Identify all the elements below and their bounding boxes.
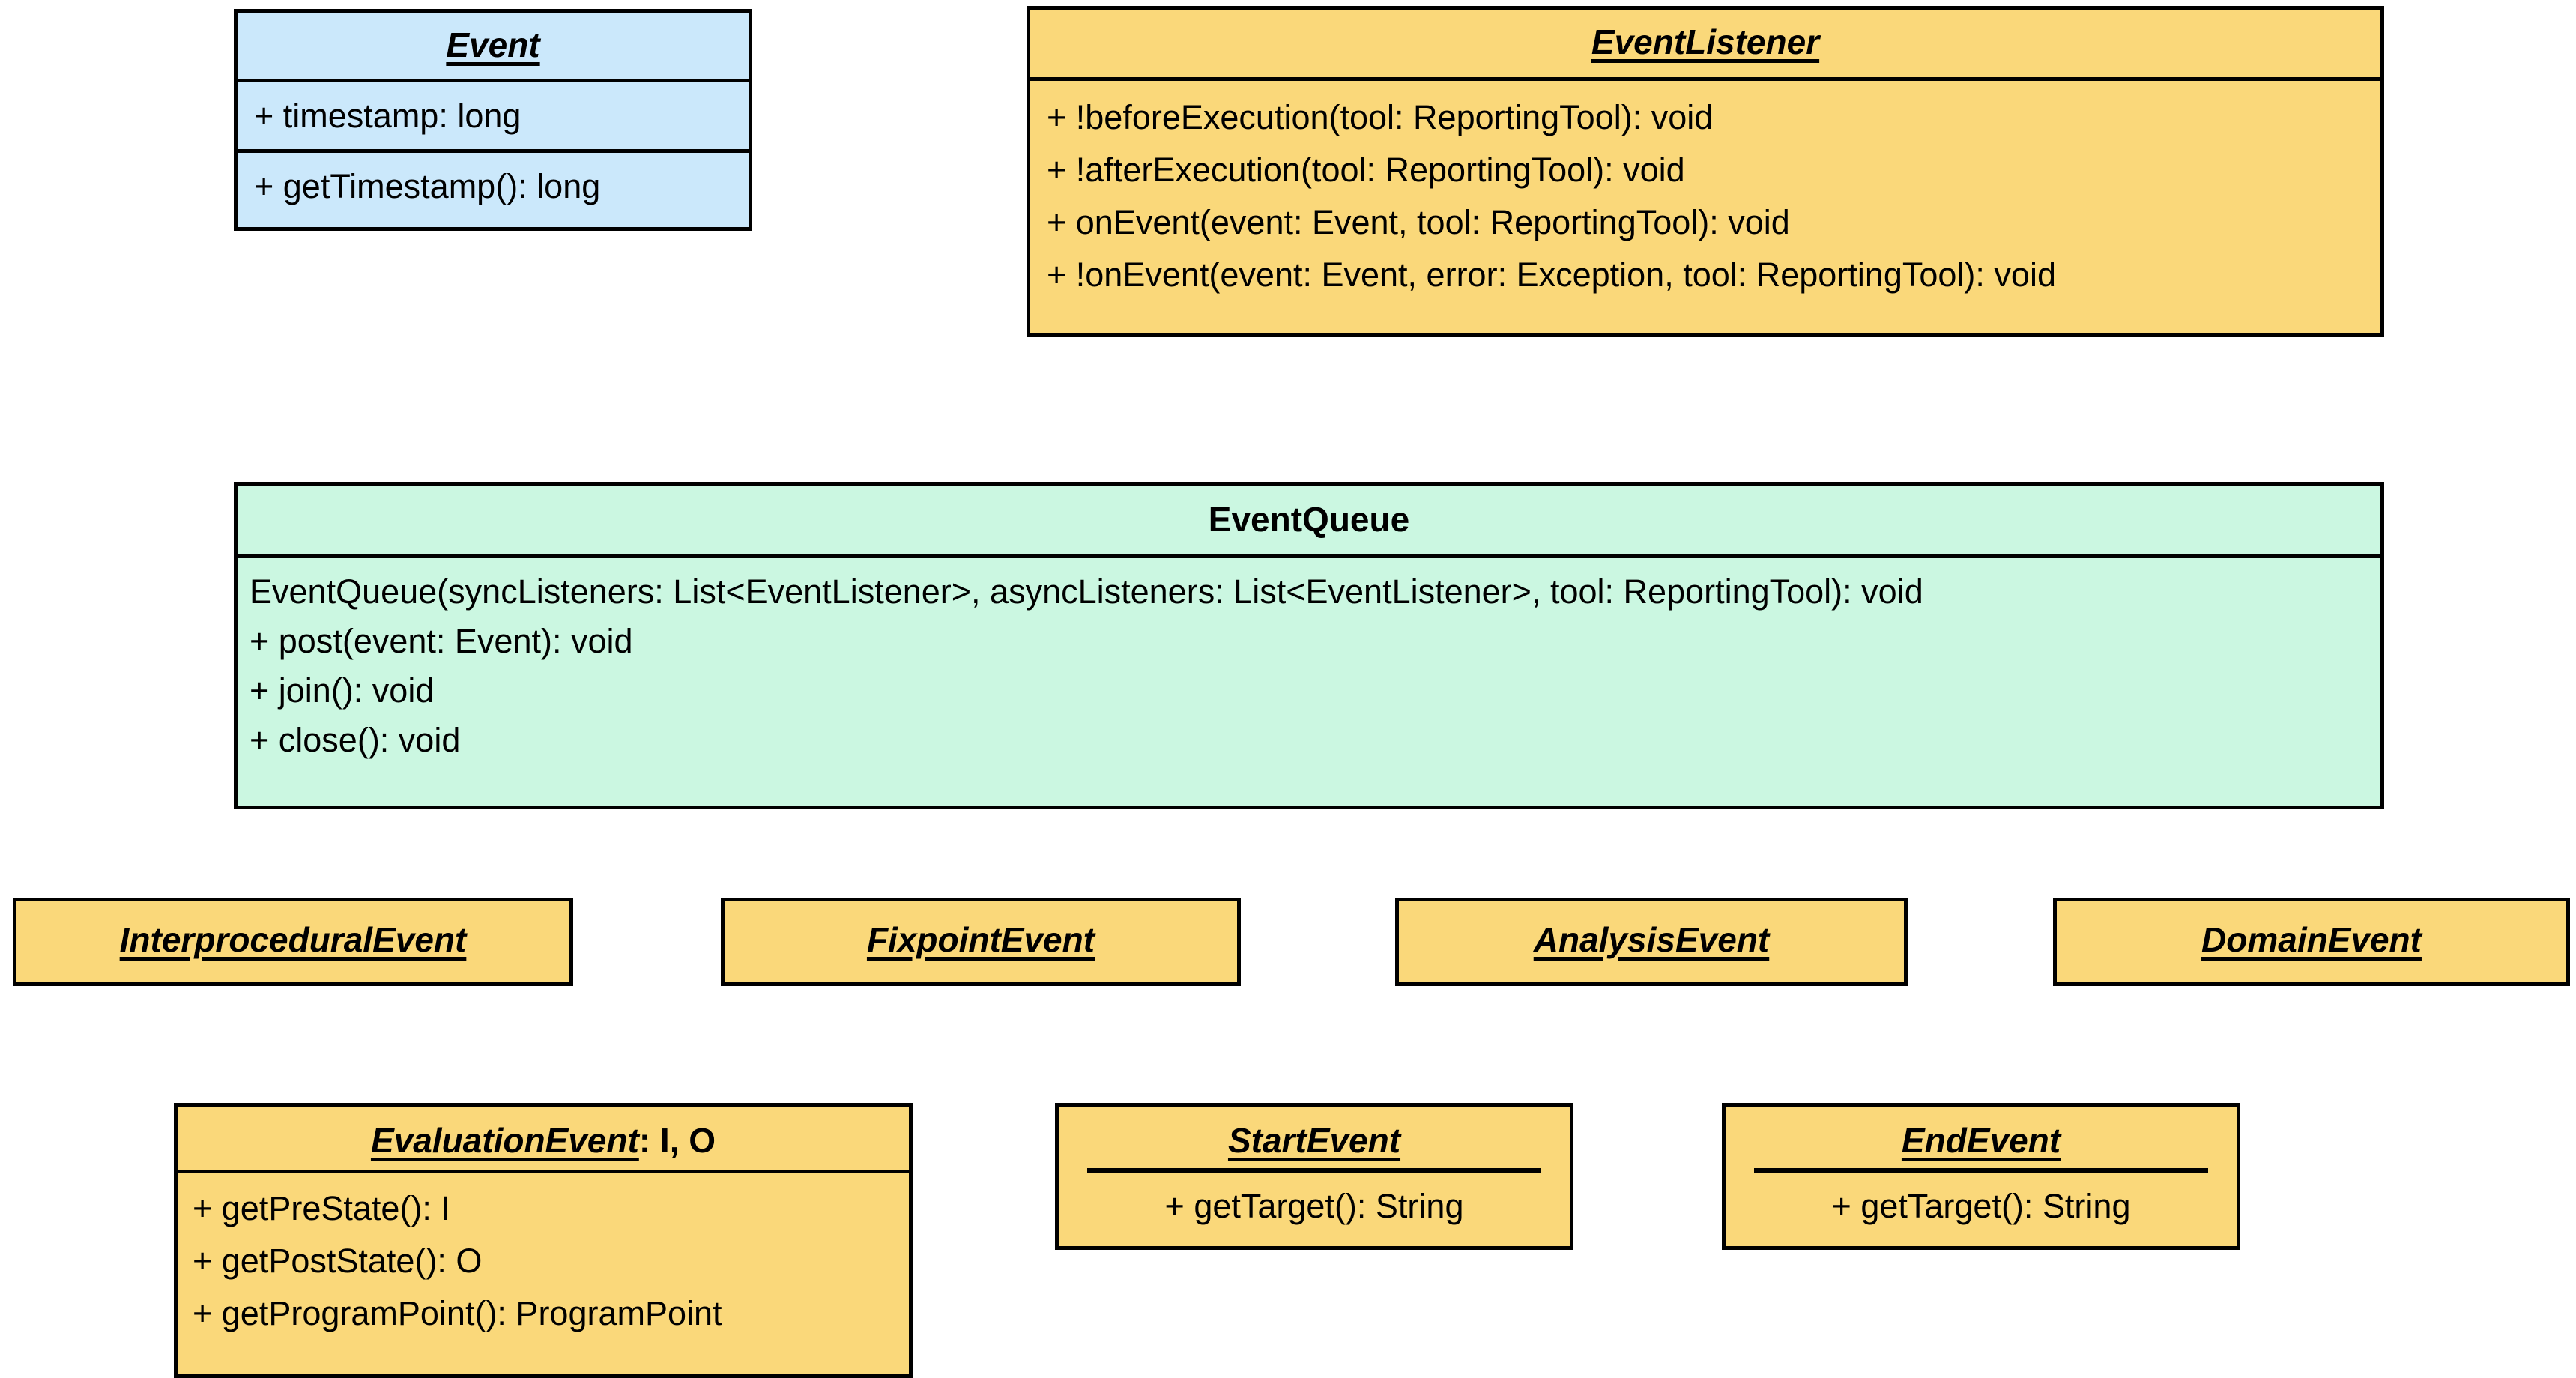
class-divider [238,79,749,82]
class-divider [238,149,749,153]
method-row: + post(event: Event): void [250,622,633,660]
method-row: + getPreState(): I [193,1189,450,1227]
class-divider [1087,1168,1541,1173]
class-divider [238,554,2380,558]
class-box-fixpoint-event[interactable]: FixpointEvent [721,898,1241,986]
method-row: + !beforeExecution(tool: ReportingTool):… [1047,98,1714,136]
method-row: + getProgramPoint(): ProgramPoint [193,1294,722,1332]
class-title-domain-event-text: DomainEvent [2201,920,2422,959]
method-compartment-evaluation-event: + getPreState(): I + getPostState(): O +… [178,1173,909,1349]
method-row: + getTimestamp(): long [254,167,601,205]
class-box-event-listener[interactable]: EventListener + !beforeExecution(tool: R… [1027,6,2384,337]
class-title-event-listener: EventListener [1030,10,2380,77]
class-title-fixpoint-event-text: FixpointEvent [866,920,1095,959]
method-row: + join(): void [250,671,435,710]
class-divider [178,1170,909,1173]
method-compartment-event: + getTimestamp(): long [238,153,749,220]
class-title-event-queue-text: EventQueue [1208,500,1410,539]
method-compartment-event-queue: EventQueue(syncListeners: List<EventList… [238,558,2380,773]
class-title-event-text: Event [446,25,540,64]
method-compartment-start-event: + getTarget(): String [1059,1173,1570,1223]
method-row: + close(): void [250,721,461,759]
method-row: + getPostState(): O [193,1242,483,1280]
class-box-evaluation-event[interactable]: EvaluationEvent: I, O + getPreState(): I… [174,1103,913,1378]
class-title-evaluation-event: EvaluationEvent: I, O [178,1107,909,1170]
attribute-compartment-event: + timestamp: long [238,82,749,149]
class-divider [1030,77,2380,81]
class-box-end-event[interactable]: EndEvent + getTarget(): String [1722,1103,2240,1250]
class-title-interprocedural-event: InterproceduralEvent [16,901,569,957]
class-box-event-queue[interactable]: EventQueue EventQueue(syncListeners: Lis… [234,482,2384,809]
class-title-event: Event [238,13,749,79]
class-title-start-event-text: StartEvent [1227,1121,1401,1160]
method-row: + !afterExecution(tool: ReportingTool): … [1047,151,1685,189]
class-box-event[interactable]: Event + timestamp: long + getTimestamp()… [234,9,752,231]
class-title-end-event-text: EndEvent [1901,1121,2061,1160]
class-title-domain-event: DomainEvent [2057,901,2566,957]
class-title-event-listener-text: EventListener [1591,22,1820,61]
class-box-analysis-event[interactable]: AnalysisEvent [1395,898,1908,986]
class-title-event-queue: EventQueue [238,486,2380,554]
class-title-fixpoint-event: FixpointEvent [725,901,1237,957]
class-title-analysis-event: AnalysisEvent [1399,901,1904,957]
method-row: EventQueue(syncListeners: List<EventList… [250,572,1923,611]
class-title-start-event: StartEvent [1059,1107,1570,1168]
class-box-start-event[interactable]: StartEvent + getTarget(): String [1055,1103,1573,1250]
method-row: + onEvent(event: Event, tool: ReportingT… [1047,203,1790,241]
method-compartment-end-event: + getTarget(): String [1726,1173,2237,1223]
class-title-evaluation-event-text: EvaluationEvent [370,1121,639,1160]
class-title-end-event: EndEvent [1726,1107,2237,1168]
class-box-domain-event[interactable]: DomainEvent [2053,898,2570,986]
attribute-row: + timestamp: long [254,97,521,135]
class-generic-parameters: : I, O [638,1121,716,1160]
class-box-interprocedural-event[interactable]: InterproceduralEvent [13,898,573,986]
method-row: + getTarget(): String [1164,1187,1464,1225]
class-title-interprocedural-event-text: InterproceduralEvent [119,920,467,959]
method-row: + !onEvent(event: Event, error: Exceptio… [1047,256,2056,294]
class-title-analysis-event-text: AnalysisEvent [1533,920,1770,959]
class-divider [1754,1168,2208,1173]
method-compartment-event-listener: + !beforeExecution(tool: ReportingTool):… [1030,81,2380,310]
method-row: + getTarget(): String [1831,1187,2131,1225]
